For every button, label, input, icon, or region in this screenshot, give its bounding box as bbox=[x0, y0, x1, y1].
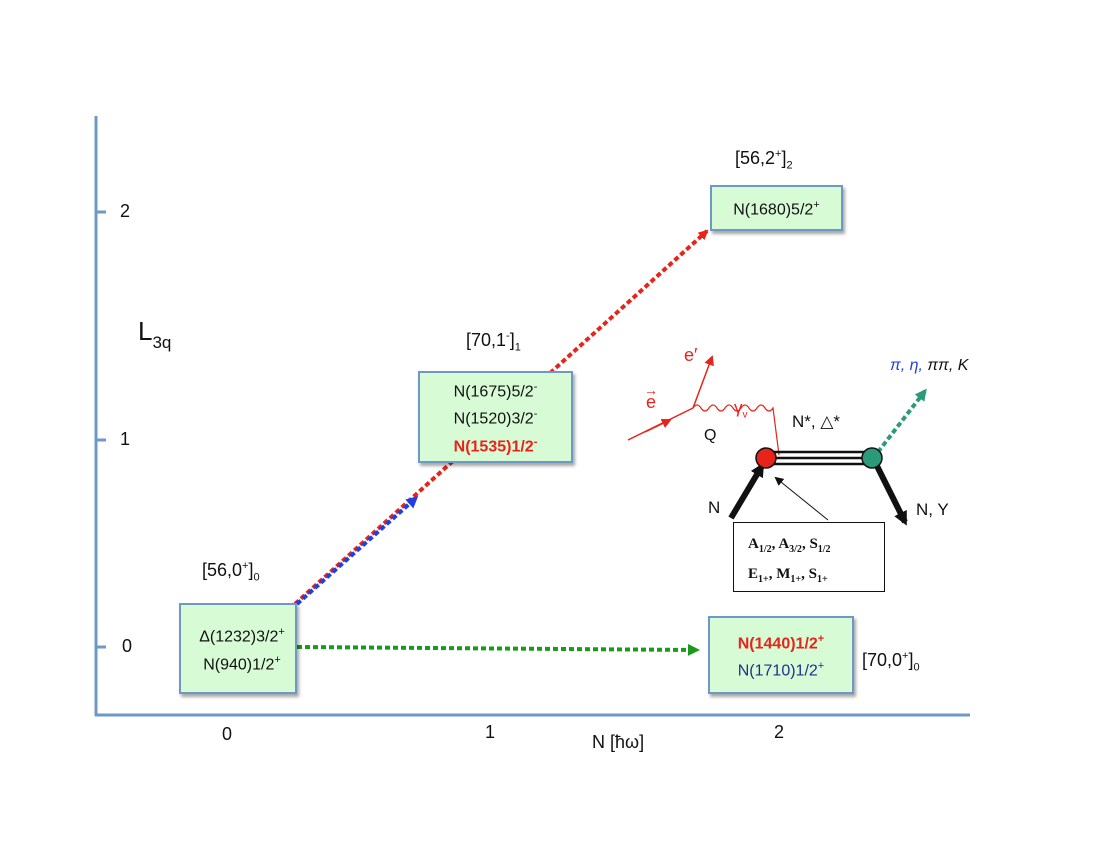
x-axis-label: N [ħω] bbox=[592, 732, 645, 752]
y-tick-label-1: 1 bbox=[120, 429, 131, 449]
virtual-photon-line bbox=[692, 404, 780, 456]
multiplet-label-56-2: [56,2+]2 bbox=[735, 148, 793, 172]
state-n-1535: N(1535)1/2- bbox=[453, 435, 538, 455]
y-tick-label-2: 2 bbox=[120, 201, 131, 221]
multiplet-label-70-0: [70,0+]0 bbox=[862, 650, 920, 674]
transition-arrow-to-n1440 bbox=[296, 643, 700, 656]
y-axis-label: L3q bbox=[138, 316, 172, 352]
x-tick-label-0: 0 bbox=[222, 724, 233, 744]
state-n-1520: N(1520)3/2- bbox=[453, 408, 538, 428]
resonance-label: N*, △* bbox=[792, 412, 841, 431]
state-box-first-excited: N(1675)5/2- N(1520)3/2- N(1535)1/2- bbox=[418, 371, 573, 463]
momentum-transfer-label: Q bbox=[704, 427, 717, 444]
amplitudes-row-1: A1/2, A3/2, S1/2 bbox=[748, 536, 831, 555]
outgoing-nucleon-arrow bbox=[873, 462, 908, 526]
state-n-1680: N(1680)5/2+ bbox=[733, 199, 820, 219]
transition-arrow-to-n1535 bbox=[295, 496, 419, 606]
state-n-1710: N(1710)1/2+ bbox=[737, 660, 825, 680]
vector-arrow-icon: → bbox=[644, 382, 658, 398]
virtual-photon-label: γv bbox=[734, 398, 748, 421]
amplitude-pointer bbox=[774, 476, 829, 521]
decay-vertex bbox=[861, 447, 883, 469]
decay-products-label: π, η, ππ, K bbox=[890, 357, 969, 374]
state-n-940: N(940)1/2+ bbox=[203, 653, 281, 673]
photon-vertex bbox=[755, 447, 777, 469]
multiplet-label-56-0: [56,0+]0 bbox=[202, 560, 260, 584]
incoming-nucleon-arrow bbox=[728, 462, 765, 520]
y-tick-label-0: 0 bbox=[122, 636, 133, 656]
outgoing-products-label: N, Y bbox=[916, 500, 949, 519]
amplitudes-box: A1/2, A3/2, S1/2 E1+, M1+, S1+ bbox=[733, 522, 885, 592]
outgoing-electron-line bbox=[692, 355, 714, 409]
meson-decay-arrow bbox=[876, 388, 927, 454]
multiplet-label-70-1: [70,1-]1 bbox=[466, 330, 521, 354]
state-n-1440: N(1440)1/2+ bbox=[737, 632, 825, 652]
x-tick-label-2: 2 bbox=[774, 722, 785, 742]
amplitudes-row-2: E1+, M1+, S1+ bbox=[748, 566, 828, 585]
incoming-electron-label: →e bbox=[644, 382, 658, 412]
state-box-second-l2: N(1680)5/2+ bbox=[710, 185, 843, 231]
transition-arrow-to-n1680 bbox=[293, 229, 709, 606]
state-n-1675: N(1675)5/2- bbox=[453, 381, 538, 401]
state-delta-1232: Δ(1232)3/2+ bbox=[199, 626, 285, 646]
incoming-electron-arrow bbox=[644, 418, 672, 433]
state-box-ground: Δ(1232)3/2+ N(940)1/2+ bbox=[179, 603, 297, 694]
outgoing-electron-label: e′ bbox=[684, 345, 698, 365]
state-box-second-l0: N(1440)1/2+ N(1710)1/2+ bbox=[708, 616, 854, 694]
x-tick-label-1: 1 bbox=[485, 722, 496, 742]
incoming-nucleon-label: N bbox=[708, 498, 721, 517]
